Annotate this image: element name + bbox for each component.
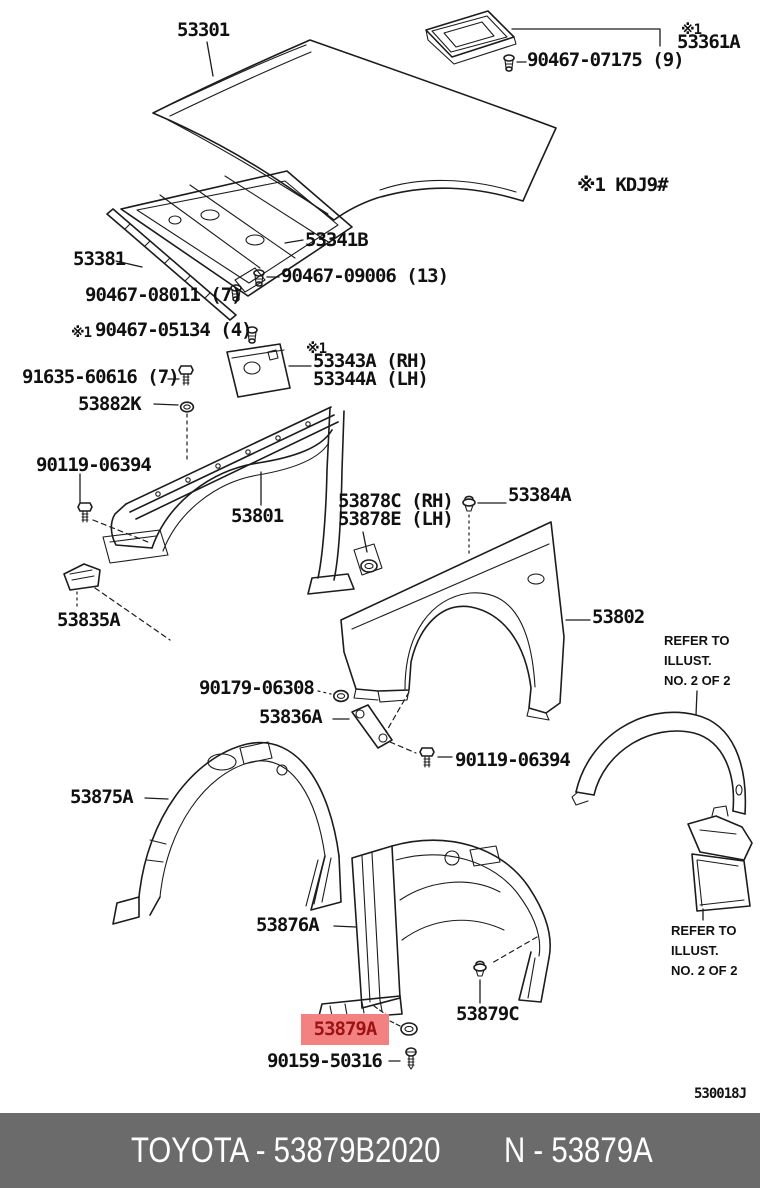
part-label-53875a[interactable]: 53875A — [70, 786, 134, 808]
part-label-53835a[interactable]: 53835A — [57, 609, 121, 631]
drawing-code: 530018J — [694, 1086, 747, 1102]
part-label-90119-06394-left[interactable]: 90119-06394 — [36, 454, 152, 476]
part-label-53344a[interactable]: 53344A (LH) — [313, 368, 429, 390]
part-label-53836a[interactable]: 53836A — [259, 706, 323, 728]
footer-bar: TOYOTA - 53879B2020 N - 53879A — [0, 1113, 760, 1188]
leader-lines — [80, 29, 703, 1061]
clip-icon — [503, 54, 515, 72]
part-label-90467-08011[interactable]: 90467-08011 (7) — [85, 284, 243, 306]
part-label-53802[interactable]: 53802 — [592, 606, 645, 628]
hood-vent-art — [426, 11, 516, 64]
hood-seal-strip-art — [107, 209, 236, 320]
part-label-53381[interactable]: 53381 — [73, 248, 126, 270]
part-label-91635-60616[interactable]: 91635-60616 (7) — [22, 366, 180, 388]
part-label-53341b[interactable]: 53341B — [305, 229, 369, 251]
part-label-53876a[interactable]: 53876A — [256, 914, 320, 936]
liner-lh-art — [318, 840, 550, 1020]
part-label-90467-07175[interactable]: 90467-07175 (9) — [527, 49, 685, 71]
pushpin-icon — [473, 960, 487, 977]
part-label-90179-06308[interactable]: 90179-06308 — [199, 677, 315, 699]
bolt-icon — [419, 747, 435, 768]
part-label-90467-09006[interactable]: 90467-09006 (13) — [281, 265, 449, 287]
footnote-mark: ※1 — [71, 325, 92, 341]
mudguard-art — [688, 806, 752, 911]
hood-panel-art — [153, 40, 556, 220]
liner-rh-art — [113, 742, 341, 924]
hinge-bracket-art — [227, 344, 290, 397]
refer-note-lower: REFER TO ILLUST. NO. 2 OF 2 — [671, 923, 738, 978]
footer-part-number: TOYOTA - 53879B2020 — [131, 1131, 441, 1170]
bolt-icon — [77, 502, 93, 523]
fender-stay-art — [354, 544, 382, 575]
part-label-90119-06394-right[interactable]: 90119-06394 — [455, 749, 571, 771]
part-label-53879c[interactable]: 53879C — [456, 1003, 520, 1025]
part-label-90159-50316[interactable]: 90159-50316 — [267, 1050, 383, 1072]
model-note-kdj9: ※1 KDJ9# — [577, 174, 669, 196]
part-label-53361a[interactable]: 53361A — [677, 31, 741, 53]
part-label-53343a[interactable]: 53343A (RH) — [313, 350, 429, 372]
part-label-53301[interactable]: 53301 — [177, 19, 230, 41]
apron-assembly-art — [103, 407, 354, 594]
pushpin-icon — [462, 495, 476, 512]
dashed-lines — [77, 414, 537, 1026]
grommet-icon — [333, 689, 349, 703]
fender-flare-art — [572, 712, 745, 814]
footnote-mark: ※1 — [681, 22, 702, 38]
hood-inner-panel-art — [121, 171, 352, 296]
footnote-mark: ※1 — [306, 341, 327, 357]
part-label-53879a-highlighted[interactable]: 53879A — [301, 1014, 389, 1045]
fender-panel-art — [341, 522, 564, 720]
bracket-53836a-art — [352, 705, 392, 748]
grommet-icon — [400, 1022, 418, 1036]
part-label-53878c[interactable]: 53878C (RH) — [338, 490, 454, 512]
part-label-90467-05134[interactable]: 90467-05134 (4) — [95, 319, 253, 341]
part-label-53801[interactable]: 53801 — [231, 505, 284, 527]
grommet-icon — [179, 401, 195, 413]
footer-reference: N - 53879A — [504, 1131, 653, 1170]
bracket-53835a-art — [64, 564, 100, 590]
part-label-53882k[interactable]: 53882K — [78, 393, 142, 415]
part-label-53878e[interactable]: 53878E (LH) — [338, 508, 454, 530]
refer-note-upper: REFER TO ILLUST. NO. 2 OF 2 — [664, 633, 731, 688]
diagram-art — [0, 0, 760, 1070]
part-label-53384a[interactable]: 53384A — [508, 484, 572, 506]
bolt-icon — [178, 365, 194, 386]
screw-icon — [405, 1047, 417, 1070]
